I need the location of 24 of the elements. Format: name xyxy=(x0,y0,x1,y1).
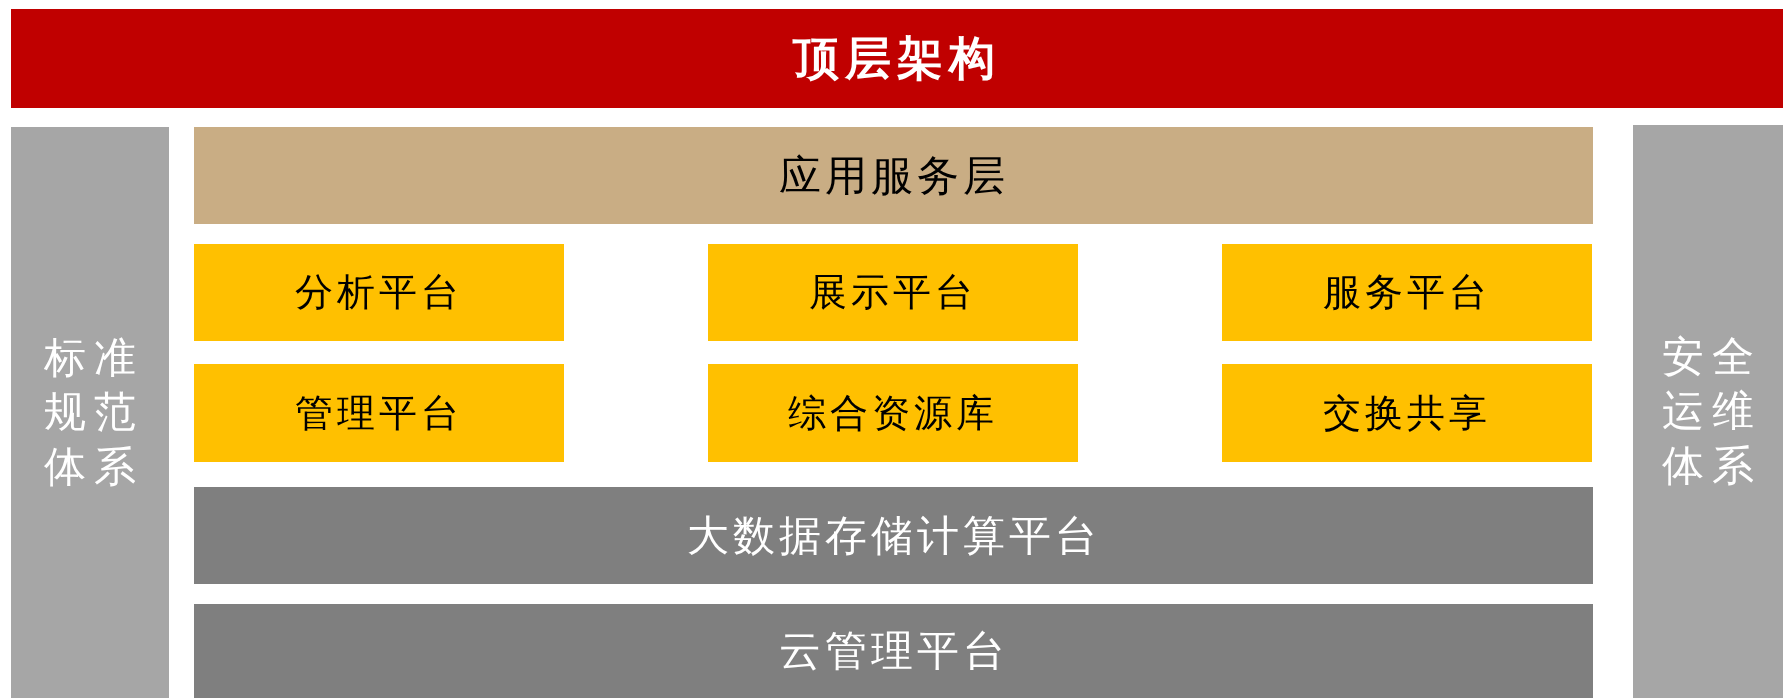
platform-box xyxy=(194,244,564,341)
layer-band xyxy=(194,487,1593,584)
side-bar xyxy=(1633,125,1783,698)
label-text: 管理平台 xyxy=(295,390,463,436)
label-text: 服务平台 xyxy=(1323,270,1491,315)
label-text: 展示平台 xyxy=(809,270,977,315)
side-bar xyxy=(11,127,169,698)
label-text: 应用服务层 xyxy=(778,151,1009,201)
label-text: 安全运维体系 xyxy=(1660,332,1763,491)
top-banner xyxy=(11,9,1783,108)
platform-box xyxy=(1222,244,1592,341)
label-text: 综合资源库 xyxy=(788,390,998,436)
label-text: 交换共享 xyxy=(1323,390,1491,436)
platform-box xyxy=(708,364,1078,462)
layer-band xyxy=(194,604,1593,698)
platform-box xyxy=(708,244,1078,341)
label-text: 标准规范体系 xyxy=(42,333,145,492)
platform-box xyxy=(194,364,564,462)
label-text: 分析平台 xyxy=(295,270,463,315)
label-text: 大数据存储计算平台 xyxy=(686,511,1101,561)
layer-band xyxy=(194,127,1593,224)
label-text: 顶层架构 xyxy=(793,31,1001,86)
platform-box xyxy=(1222,364,1592,462)
label-text: 云管理平台 xyxy=(778,627,1009,676)
